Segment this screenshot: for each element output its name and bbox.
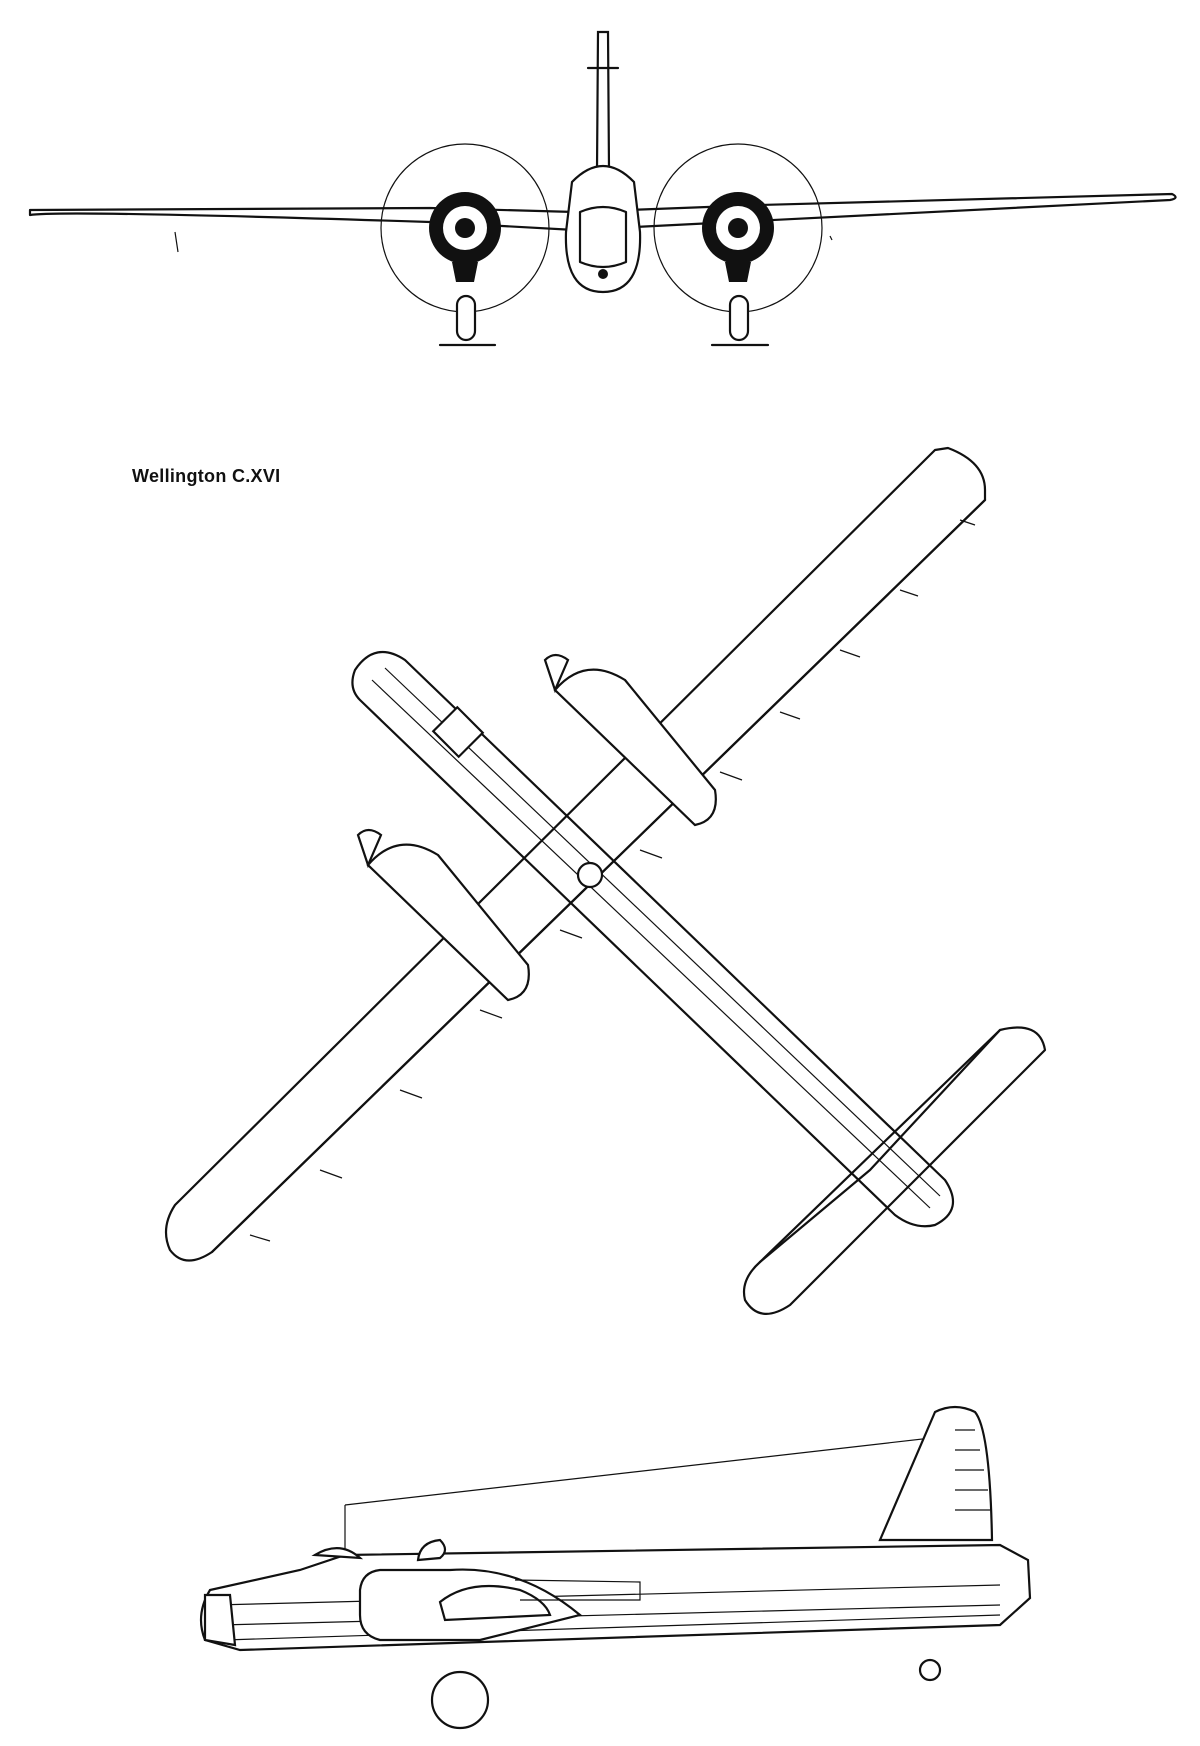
plan-view-drawing: [164, 446, 1047, 1315]
plan-view-main-wing: [164, 446, 987, 1262]
plan-view-fuselage: [351, 650, 955, 1228]
plan-view-tailplane: [742, 1026, 1047, 1315]
front-view-drawing: [28, 30, 1177, 347]
side-view-landing-gear: [430, 1658, 942, 1730]
aircraft-title: Wellington C.XVI: [132, 466, 281, 486]
side-view-drawing: [199, 1405, 1032, 1730]
front-view-fuselage: [564, 165, 642, 294]
side-view-fuselage: [199, 1543, 1032, 1652]
right-engine: [702, 192, 774, 282]
front-view-wings: [28, 192, 1177, 253]
front-view-landing-gear: [438, 294, 770, 347]
side-view-nacelle: [358, 1568, 641, 1642]
front-view-fin: [586, 30, 620, 172]
plan-view-left-nacelle: [356, 828, 530, 1002]
aerial-wire: [344, 1436, 941, 1506]
side-view-fin: [878, 1405, 994, 1542]
left-engine: [429, 192, 501, 282]
dorsal-antenna: [416, 1538, 447, 1562]
plan-view-right-nacelle: [543, 653, 717, 827]
